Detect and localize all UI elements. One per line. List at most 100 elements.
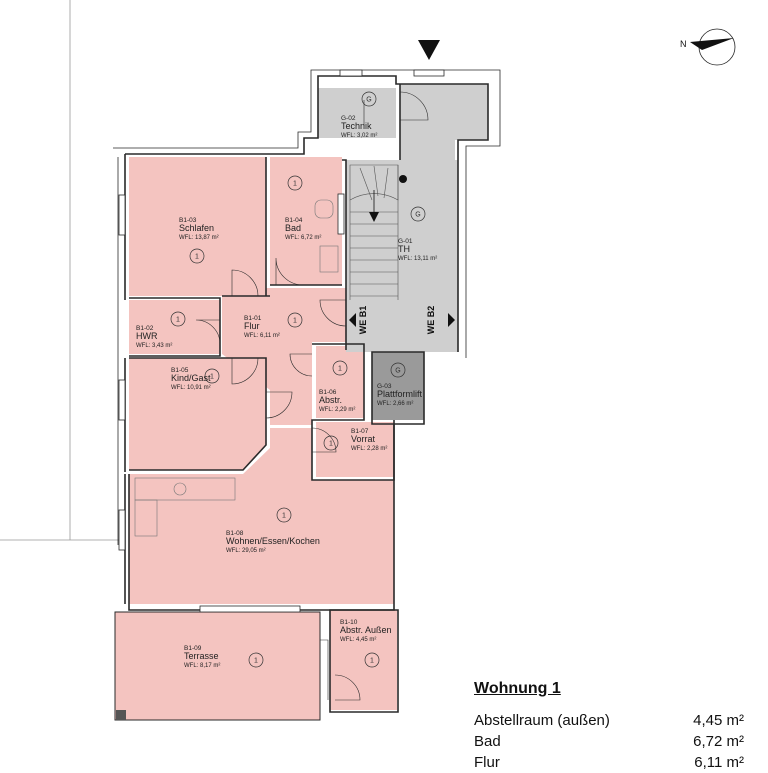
window	[413, 69, 445, 77]
wall-north-outer	[113, 69, 501, 358]
room-hwr-name: HWR	[136, 331, 158, 341]
room-technik-name: Technik	[341, 121, 372, 131]
room-marker-terrasse	[248, 652, 264, 668]
door-swing	[319, 299, 347, 327]
room-lift-wfl: WFL: 2,66 m²	[377, 401, 413, 407]
left-arrow-icon	[349, 313, 356, 327]
room-marker-text-flur: 1	[293, 318, 297, 325]
room-marker-text-abstraussen: 1	[370, 658, 374, 665]
stair-winders	[359, 165, 389, 201]
legend-row: Abstellraum (außen) 4,45 m²	[474, 710, 744, 731]
window	[118, 194, 126, 236]
stair-stringers	[349, 165, 399, 300]
room-marker-vorrat	[323, 435, 339, 451]
room-th-wfl: WFL: 13,11 m²	[398, 256, 437, 262]
room-schlafen-wfl: WFL: 13,87 m²	[179, 235, 219, 241]
kitchen-counter	[134, 477, 236, 501]
room-wohnen-id: B1-08	[226, 530, 244, 537]
room-terrasse-wfl: WFL: 8,17 m²	[184, 663, 220, 669]
wall-north	[125, 75, 489, 352]
kitchen-counter-side	[134, 499, 158, 537]
entrance-arrow-icon	[418, 40, 440, 60]
room-vorrat-name: Vorrat	[351, 434, 376, 444]
legend-title: Wohnung 1	[474, 680, 561, 697]
room-vorrat-wfl: WFL: 2,28 m²	[351, 446, 387, 452]
room-wohnen-name: Wohnen/Essen/Kochen	[226, 536, 320, 546]
door-swing	[320, 639, 329, 700]
window	[337, 193, 345, 235]
side-label-left: WE B1	[358, 306, 368, 335]
doors	[195, 91, 429, 701]
room-th-area	[346, 84, 488, 420]
window	[199, 605, 301, 613]
room-marker-text-wohnen: 1	[282, 513, 286, 520]
room-th-name: TH	[398, 244, 410, 254]
window	[339, 69, 363, 77]
room-technik-wfl: WFL: 3,02 m²	[341, 133, 377, 139]
room-abstraussen-id: B1-10	[340, 619, 358, 626]
legend-rows: Abstellraum (außen) 4,45 m² Bad 6,72 m² Flur…	[474, 710, 744, 773]
room-vorrat-id: B1-07	[351, 428, 369, 435]
room-kind-wfl: WFL: 10,91 m²	[171, 385, 211, 391]
door-swing	[195, 319, 221, 345]
fixtures	[134, 199, 339, 537]
shower-icon	[319, 245, 339, 273]
room-marker-text-schlafen: 1	[195, 254, 199, 261]
wall-schlafen-south	[222, 157, 270, 297]
door-swing	[399, 91, 429, 121]
room-wohnen-wfl: WFL: 29,05 m²	[226, 548, 266, 554]
legend: Wohnung 1 Abstellraum (außen) 4,45 m² Bad 6…	[474, 680, 744, 773]
room-terrasse-area	[115, 612, 320, 720]
window	[118, 509, 126, 551]
legend-row-label: Abstellraum (außen)	[474, 712, 610, 729]
room-schlafen-area	[129, 157, 266, 296]
wall-stair-west	[342, 159, 347, 350]
room-fills	[115, 84, 488, 720]
room-marker-abstraussen	[364, 652, 380, 668]
legend-row-label: Bad	[474, 733, 501, 750]
room-marker-text-abstr: 1	[338, 366, 342, 373]
room-marker-text-th: G	[415, 212, 420, 219]
room-abstraussen-name: Abstr. Außen	[340, 625, 392, 635]
door-swing	[275, 257, 304, 286]
room-marker-hwr	[170, 311, 186, 327]
room-kind-name: Kind/Gast	[171, 373, 211, 383]
legend-row: Bad 6,72 m²	[474, 731, 744, 752]
room-flur-area	[222, 288, 346, 425]
room-technik-area	[318, 88, 396, 138]
legend-row-value: 6,72 m²	[693, 733, 744, 750]
room-marker-text-lift: G	[395, 368, 400, 375]
room-bad-id: B1-04	[285, 217, 303, 224]
svg-text:N: N	[680, 39, 687, 49]
window	[118, 379, 126, 421]
room-terrasse-id: B1-09	[184, 645, 202, 652]
room-abstr-wfl: WFL: 2,29 m²	[319, 407, 355, 413]
room-abstraussen-wfl: WFL: 4,45 m²	[340, 637, 376, 643]
room-marker-text-vorrat: 1	[329, 441, 333, 448]
side-label-right: WE B2	[426, 306, 436, 335]
room-marker-abstr	[332, 360, 348, 376]
door-swing	[265, 391, 293, 419]
room-marker-text-hwr: 1	[176, 317, 180, 324]
room-hwr-area	[129, 300, 220, 354]
column-marker	[116, 710, 126, 720]
door-swing	[289, 353, 313, 377]
room-bad-wfl: WFL: 6,72 m²	[285, 235, 321, 241]
legend-row-value: 4,45 m²	[693, 712, 744, 729]
room-marker-kind	[204, 368, 220, 384]
room-lift-id: G-03	[377, 383, 392, 390]
room-kind-id: B1-05	[171, 367, 189, 374]
wall-hwr	[129, 297, 221, 357]
legend-row-label: Flur	[474, 754, 500, 771]
room-hwr-id: B1-02	[136, 325, 154, 332]
room-abstr-name: Abstr.	[319, 395, 342, 405]
room-wohnen-area	[129, 428, 394, 604]
room-marker-lift	[390, 362, 406, 378]
sink-icon	[173, 482, 187, 496]
wall-abstraussen	[329, 609, 399, 713]
room-flur-wfl: WFL: 6,11 m²	[244, 333, 280, 339]
room-abstraussen-area	[330, 610, 397, 710]
room-flur-name: Flur	[244, 321, 260, 331]
